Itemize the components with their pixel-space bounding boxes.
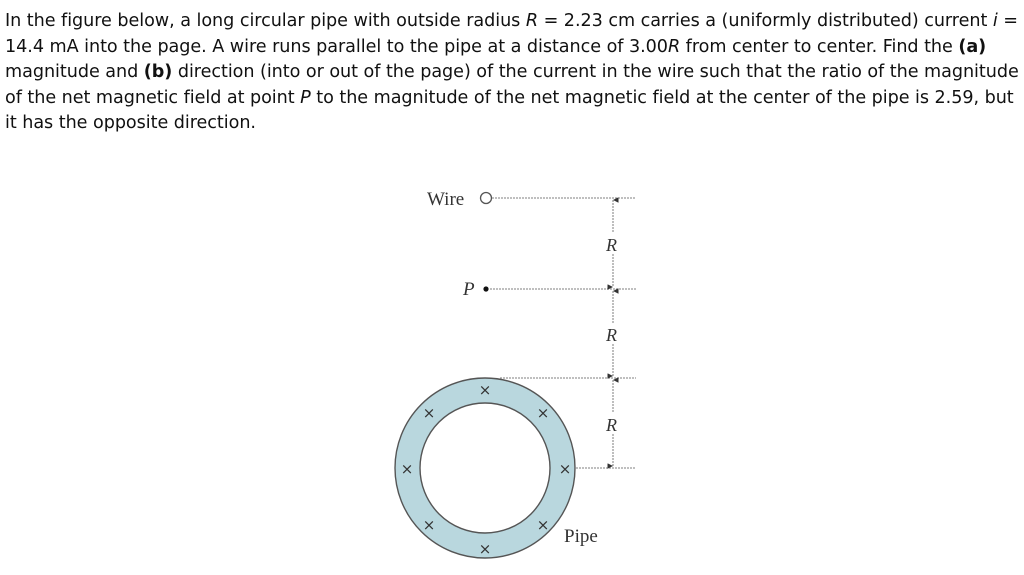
pipe-inner-edge (419, 402, 551, 534)
variable-R: R (667, 36, 681, 57)
current-x-icon: × (479, 540, 492, 558)
pipe: × × × × × × × × Pipe (394, 377, 598, 559)
wire: Wire (427, 189, 636, 210)
current-into-page-markers: × × × × × × × × (401, 381, 572, 558)
text-segment: = 2.23 cm carries a (uniformly distribut… (538, 11, 993, 31)
current-x-icon: × (479, 381, 492, 399)
variable-i: i (992, 11, 998, 31)
current-x-icon: × (401, 460, 414, 478)
dimension-lines: R R R (605, 197, 619, 469)
point-p-dot-icon (483, 286, 489, 292)
part-b-label: (b) (143, 62, 173, 83)
part-a-label: (a) (958, 36, 987, 57)
text-segment: to the magnitude of the net magnetic fie… (5, 87, 1014, 134)
wire-circle-icon (479, 191, 493, 205)
text-segment: = 14.4 mA into the page. A wire runs par… (5, 11, 1018, 57)
current-x-icon: × (537, 404, 550, 422)
text-segment: magnitude and (5, 62, 144, 83)
point-p-label: P (462, 279, 475, 300)
current-x-icon: × (559, 460, 572, 478)
text-segment: In the figure below, a long circular pip… (5, 11, 526, 31)
pipe-outer-edge (394, 377, 576, 559)
point-p: P (462, 279, 636, 300)
dimension-label-r1: R (605, 235, 617, 255)
wire-label: Wire (427, 189, 464, 210)
problem-statement: In the figure below, a long circular pip… (5, 9, 1020, 137)
dimension-label-r2: R (605, 325, 617, 345)
text-segment: direction (into or out of the page) of t… (5, 62, 1019, 108)
pipe-label: Pipe (564, 526, 598, 547)
text-segment: from center to center. Find the (680, 36, 959, 57)
dimension-label-r3: R (605, 415, 617, 435)
variable-P: P (300, 87, 311, 108)
variable-R: R (525, 11, 539, 31)
current-x-icon: × (423, 516, 436, 534)
current-x-icon: × (423, 404, 436, 422)
current-x-icon: × (537, 516, 550, 534)
